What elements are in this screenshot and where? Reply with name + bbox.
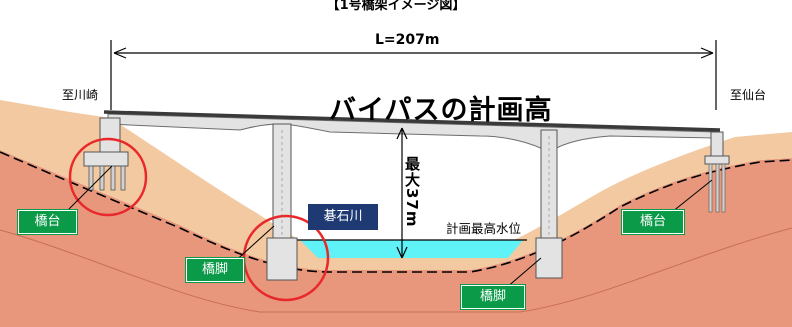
- pier-left-tag: 橋脚: [186, 258, 244, 282]
- clearance-arrow-bottom: [396, 246, 408, 259]
- direction-left-label: 至川崎: [62, 88, 99, 102]
- strata-line-deep: [0, 227, 792, 313]
- road-surface: [103, 110, 721, 132]
- span-arrow-left: [113, 47, 127, 59]
- span-length-label: L=207m: [375, 32, 440, 48]
- flood-level-label: 計画最高水位: [446, 221, 522, 236]
- right-abutment: [704, 131, 730, 213]
- max-clearance-label: 最大37m: [403, 156, 421, 228]
- river-water: [300, 240, 523, 258]
- span-arrow-right: [700, 47, 714, 59]
- direction-right-label: 至仙台: [730, 88, 767, 102]
- leader-abutment-left: [65, 165, 113, 213]
- upper-soil-layer: [0, 100, 792, 270]
- bypass-plan-label: バイパスの計画高: [329, 95, 553, 126]
- bridge-girder: [107, 113, 717, 153]
- lower-soil-layer: [0, 150, 792, 327]
- clearance-arrow-top: [396, 127, 408, 140]
- leader-abutment-right: [671, 179, 713, 213]
- abutment-right-tag: 橋台: [622, 210, 684, 234]
- diagram-title: 【1号橋架イメージ図】: [326, 0, 466, 13]
- abutment-highlight-circle: [68, 137, 148, 217]
- pier-highlight-circle: [242, 214, 330, 302]
- abutment-left-tag: 橋台: [18, 210, 77, 234]
- strata-line: [0, 151, 792, 273]
- left-pier: [266, 123, 298, 281]
- leader-pier-left: [231, 225, 275, 265]
- leader-pier-right: [505, 257, 542, 289]
- right-pier: [535, 129, 563, 279]
- pier-right-tag: 橋脚: [461, 285, 525, 309]
- river-name-label: 碁石川: [308, 204, 378, 230]
